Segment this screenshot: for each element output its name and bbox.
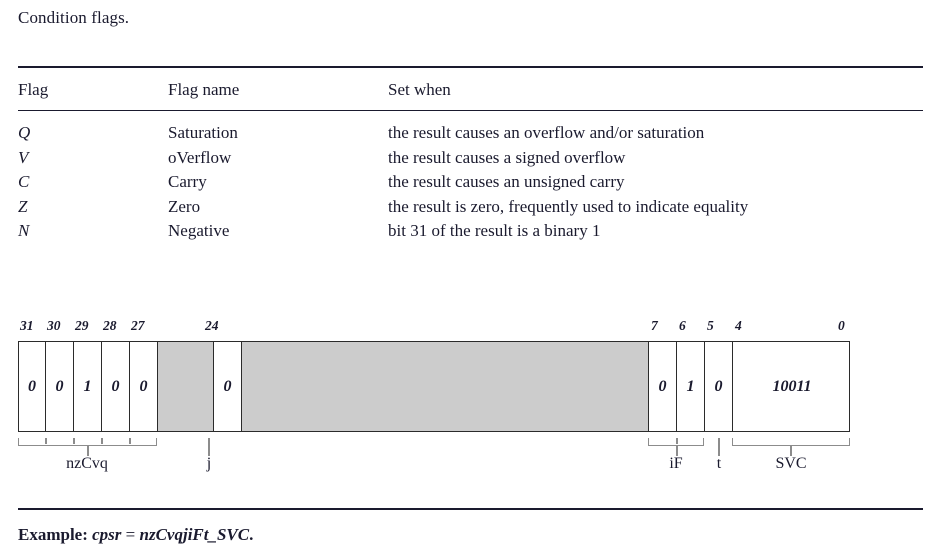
cpsr-bitfield-diagram: 31 30 29 28 27 24 7 6 5 4 0 0 0 1 0 0 0 … xyxy=(0,312,941,487)
bit-cell-27: 0 xyxy=(130,342,158,431)
example-equals: = xyxy=(125,525,136,544)
cell-flag-name: Negative xyxy=(168,221,230,240)
column-header-set-when: Set when xyxy=(388,80,451,99)
bit-label-28: 28 xyxy=(103,318,117,333)
table-row: C Carry the result causes an unsigned ca… xyxy=(18,170,928,195)
bit-cell-28: 0 xyxy=(102,342,130,431)
bracket-stem-t xyxy=(718,438,720,456)
bit-cell-5: 0 xyxy=(705,342,733,431)
bit-label-5: 5 xyxy=(707,318,714,333)
bracket-stem-j xyxy=(208,438,210,456)
bit-cell-30: 0 xyxy=(46,342,74,431)
bracket-nzcvq xyxy=(18,438,157,446)
flags-table-header: Flag Flag name Set when xyxy=(18,78,928,103)
bit-cell-6: 1 xyxy=(677,342,705,431)
table-row: V oVerflow the result causes a signed ov… xyxy=(18,146,928,171)
bit-label-6: 6 xyxy=(679,318,686,333)
bit-label-31: 31 xyxy=(20,318,34,333)
cell-set-when: the result causes an unsigned carry xyxy=(388,172,625,191)
bit-label-7: 7 xyxy=(651,318,658,333)
bit-cell-reserved-23-8 xyxy=(242,342,649,431)
cell-flag: Q xyxy=(18,123,31,142)
cell-flag-name: Zero xyxy=(168,196,201,216)
bracket-tick-30 xyxy=(45,438,47,444)
cell-set-when: the result causes an overflow and/or sat… xyxy=(388,123,705,142)
bracket-stem-if xyxy=(676,446,678,456)
field-label-svc: SVC xyxy=(775,455,807,472)
bracket-stem-svc xyxy=(790,446,792,456)
cell-set-when: the result is zero, frequently used to i… xyxy=(388,196,749,216)
example-register: cpsr xyxy=(92,525,122,544)
cell-flag: N xyxy=(18,221,30,240)
field-label-j: j xyxy=(206,455,212,472)
bit-cell-24: 0 xyxy=(214,342,242,431)
bit-cell-7: 0 xyxy=(649,342,677,431)
bracket-svc xyxy=(732,438,850,446)
table-top-rule xyxy=(18,66,923,69)
field-label-if: iF xyxy=(669,455,683,472)
bit-label-4: 4 xyxy=(735,318,742,333)
table-header-rule xyxy=(18,110,923,112)
cell-flag: Z xyxy=(18,196,28,216)
bit-cell-29: 1 xyxy=(74,342,102,431)
figure-caption: Condition flags. xyxy=(18,8,130,27)
table-row: Z Zero the result is zero, frequently us… xyxy=(18,195,928,220)
field-label-nzcvq: nzCvq xyxy=(66,455,108,472)
cell-flag: C xyxy=(18,172,30,191)
cell-flag-name: Carry xyxy=(168,172,207,191)
bit-label-24: 24 xyxy=(205,318,219,333)
bit-label-30: 30 xyxy=(47,318,61,333)
cell-set-when: the result causes a signed overflow xyxy=(388,147,626,167)
cell-flag: V xyxy=(18,147,29,167)
column-header-flag: Flag xyxy=(18,80,49,99)
flags-table-body: Q Saturation the result causes an overfl… xyxy=(18,121,928,244)
bracket-tick-6 xyxy=(676,438,678,444)
cell-flag-name: Saturation xyxy=(168,123,238,142)
bit-label-0: 0 xyxy=(838,318,845,333)
bit-cell-31: 0 xyxy=(19,342,46,431)
bracket-if xyxy=(648,438,704,446)
bracket-tick-28 xyxy=(101,438,103,444)
bit-label-29: 29 xyxy=(75,318,89,333)
table-row: N Negative bit 31 of the result is a bin… xyxy=(18,219,928,244)
bracket-tick-27 xyxy=(129,438,131,444)
table-row: Q Saturation the result causes an overfl… xyxy=(18,121,928,146)
cell-set-when: bit 31 of the result is a binary 1 xyxy=(388,221,601,240)
cell-flag-name: oVerflow xyxy=(168,147,232,167)
bracket-tick-29 xyxy=(73,438,75,444)
column-header-flag-name: Flag name xyxy=(168,80,240,99)
example-period: . xyxy=(249,525,254,544)
example-value: nzCvqjiFt_SVC xyxy=(139,525,250,544)
bit-cell-mode-4-0: 10011 xyxy=(772,377,812,395)
bit-cell-reserved-26-25 xyxy=(158,342,214,431)
figure-bottom-rule xyxy=(18,508,923,510)
example-prefix: Example: xyxy=(18,525,88,544)
register-field-box: 0 0 1 0 0 0 0 1 0 10011 xyxy=(18,341,850,432)
bracket-stem-nzcvq xyxy=(87,446,89,456)
table-header-row: Flag Flag name Set when xyxy=(18,78,928,103)
bit-label-27: 27 xyxy=(131,318,145,333)
field-label-t: t xyxy=(716,455,722,472)
example-line: Example: cpsr = nzCvqjiFt_SVC. xyxy=(18,525,253,545)
